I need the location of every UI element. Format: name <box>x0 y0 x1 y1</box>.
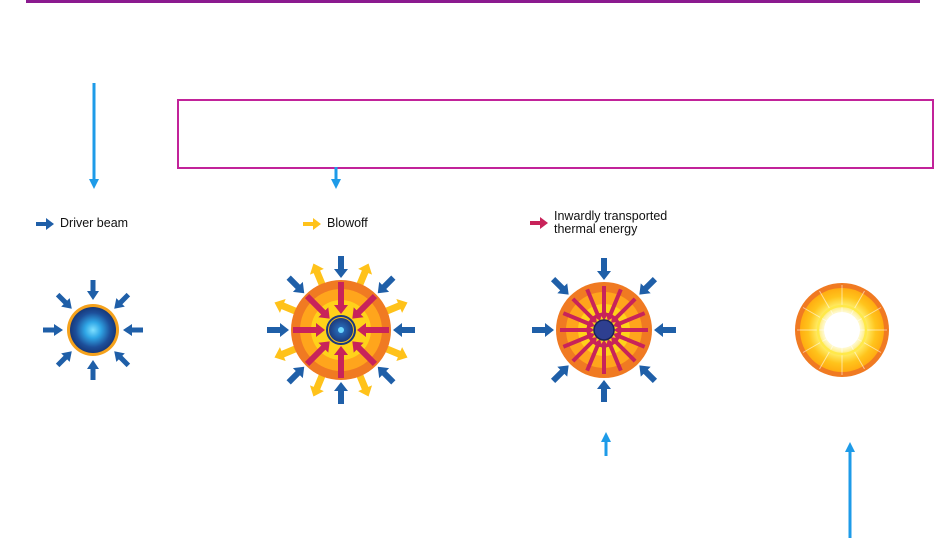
thermal-energy-arrow <box>599 286 609 320</box>
driver-beam-arrow <box>377 366 396 385</box>
thermal-energy-arrow <box>334 346 348 378</box>
thermal-energy-arrow <box>304 293 330 319</box>
driver-beam-arrow <box>532 323 554 337</box>
driver-beam-arrow <box>87 360 99 380</box>
legend-driver-beam: Driver beam <box>36 217 128 230</box>
driver-beam-arrow <box>55 351 72 368</box>
thermal-energy-arrow <box>304 341 330 367</box>
driver-beam-arrow <box>55 292 72 309</box>
driver-beam-arrow <box>597 258 611 280</box>
fuel-capsule <box>70 307 116 353</box>
thermal-energy-arrow <box>334 282 348 314</box>
stage-2-compression <box>267 256 415 404</box>
thermal-energy-arrow <box>585 339 603 372</box>
thermal-energy-arrow <box>571 337 597 363</box>
thermal-energy-arrow <box>357 323 389 337</box>
pointer-arrow-down-center <box>331 167 341 189</box>
stage-3-acceleration <box>532 258 676 402</box>
stage-4-ignition <box>795 283 889 377</box>
thermal-energy-arrow <box>614 325 648 335</box>
driver-beam-arrow <box>114 351 131 368</box>
driver-beam-arrow <box>334 382 348 404</box>
thermal-energy-arrow <box>599 340 609 374</box>
thermal-energy-arrow <box>605 288 623 321</box>
driver-beam-arrow <box>123 324 143 336</box>
pointer-arrow-up-right <box>601 432 611 456</box>
driver-beam-arrow <box>639 365 658 384</box>
thermal-energy-arrow <box>562 311 595 329</box>
thermal-energy-arrow <box>611 297 637 323</box>
thermal-energy-arrow <box>293 323 325 337</box>
pointer-arrow-down-left <box>89 83 99 189</box>
driver-beam-arrow-icon <box>36 218 54 230</box>
driver-beam-arrow <box>286 366 305 385</box>
driver-beam-arrow <box>114 292 131 309</box>
legend-thermal-energy: Inwardly transported thermal energy <box>530 210 667 236</box>
legend-label-thermal-energy: Inwardly transported thermal energy <box>554 209 668 236</box>
driver-beam-arrow <box>43 324 63 336</box>
thermal-energy-arrow <box>585 288 603 321</box>
legend-label-driver-beam: Driver beam <box>60 216 129 230</box>
legend-label-blowoff: Blowoff <box>327 216 368 230</box>
thermal-energy-arrow <box>352 341 378 367</box>
driver-beam-arrow <box>550 365 569 384</box>
thermal-energy-arrow <box>605 339 623 372</box>
thermal-energy-arrow-icon <box>530 217 548 229</box>
driver-beam-arrow <box>267 323 289 337</box>
thermal-energy-arrow <box>611 337 637 363</box>
driver-beam-arrow <box>393 323 415 337</box>
thermal-energy-arrow <box>571 297 597 323</box>
pointer-arrow-up-far-right <box>845 442 855 538</box>
burn-ring <box>816 304 868 356</box>
top-rule <box>26 0 920 3</box>
thermal-energy-arrow <box>613 331 646 349</box>
stage-1-irradiation <box>43 280 143 380</box>
blowoff-arrow-icon <box>303 218 321 230</box>
driver-beam-arrow <box>550 276 569 295</box>
driver-beam-arrow <box>286 275 305 294</box>
legend-blowoff: Blowoff <box>303 217 368 230</box>
thermal-energy-arrow <box>352 293 378 319</box>
ignition-core <box>824 312 860 348</box>
driver-beam-arrow <box>597 380 611 402</box>
driver-beam-arrow <box>87 280 99 300</box>
caption-box <box>177 99 934 169</box>
thermal-energy-arrow <box>613 311 646 329</box>
driver-beam-arrow <box>654 323 676 337</box>
thermal-energy-arrow <box>560 325 594 335</box>
driver-beam-arrow <box>334 256 348 278</box>
driver-beam-arrow <box>639 276 658 295</box>
thermal-energy-arrow <box>562 331 595 349</box>
compressed-core <box>593 319 615 341</box>
hot-spot <box>338 327 344 333</box>
pointer-arrows <box>89 83 855 538</box>
driver-beam-arrow <box>377 275 396 294</box>
